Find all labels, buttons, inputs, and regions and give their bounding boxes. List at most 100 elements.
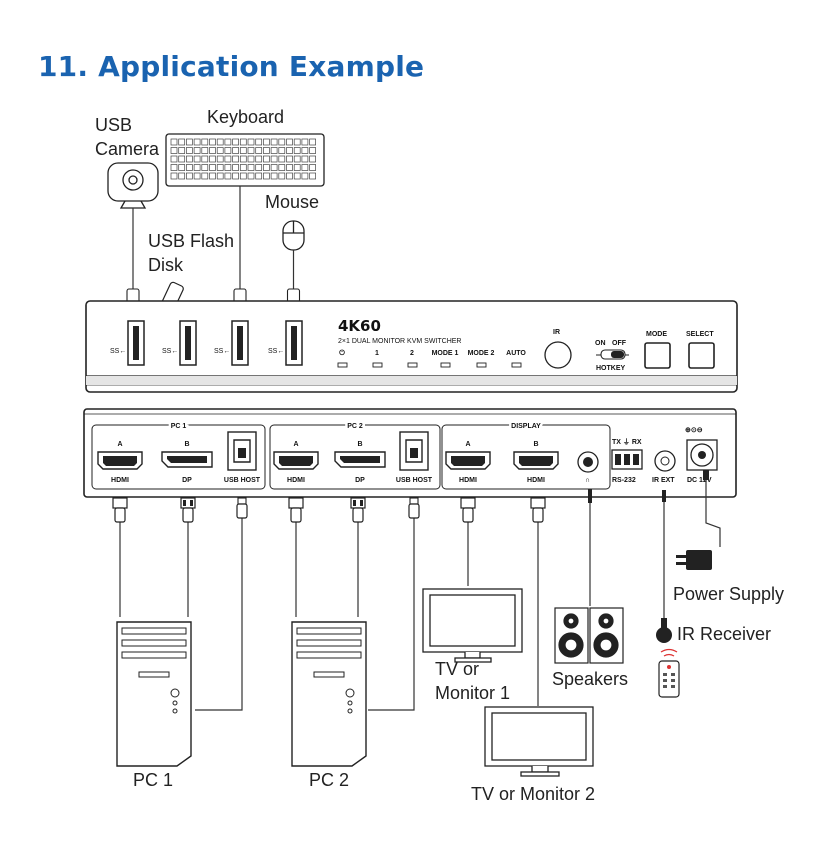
keyboard-key xyxy=(224,172,232,180)
pc-tower-led xyxy=(172,708,178,714)
keyboard-key xyxy=(309,147,316,154)
pc-tower-slot xyxy=(138,671,170,678)
dp-port-letter: B xyxy=(357,441,362,448)
hdmi-port-inner xyxy=(519,456,553,466)
ir-ext-label: IR EXT xyxy=(652,477,675,484)
keyboard-key xyxy=(170,172,178,180)
mode-button-label: MODE xyxy=(646,331,667,338)
keyboard-key xyxy=(309,172,316,180)
hdmi-plug-body xyxy=(114,507,126,523)
front-led xyxy=(476,362,487,368)
keyboard-key xyxy=(301,138,309,146)
usb-camera-icon xyxy=(107,162,159,209)
front-led-label: AUTO xyxy=(506,350,526,357)
keyboard-key xyxy=(286,138,293,146)
front-led xyxy=(372,362,383,368)
keyboard-key xyxy=(278,172,286,180)
front-usb-ss-label: SS← xyxy=(268,348,284,355)
usb-camera-label-1: USB xyxy=(95,115,132,135)
keyboard-key xyxy=(193,155,201,163)
keyboard-key xyxy=(255,138,263,146)
rs232-top-label: TX ⏚ RX xyxy=(612,438,642,446)
hdmi-plug-icon xyxy=(112,497,128,509)
front-usb-tongue xyxy=(185,326,191,360)
pc-tower-led xyxy=(347,708,353,714)
keyboard-key xyxy=(232,155,239,163)
keyboard-key xyxy=(170,155,178,163)
headphone-jack xyxy=(577,451,599,473)
ir-plug-icon xyxy=(662,490,666,502)
rear-cables xyxy=(119,478,721,711)
keyboard-key xyxy=(201,164,209,171)
keyboard-key xyxy=(209,164,216,171)
rear-group-frame xyxy=(441,424,611,490)
keyboard-key xyxy=(193,172,201,180)
keyboard-key xyxy=(178,164,186,171)
ir-window xyxy=(544,341,572,369)
keyboard-key xyxy=(232,138,239,146)
front-led-label: MODE 2 xyxy=(468,350,495,357)
pc-tower-led xyxy=(172,700,178,706)
keyboard-key xyxy=(278,155,286,163)
keyboard-key xyxy=(209,138,216,146)
pc1-label: PC 1 xyxy=(133,770,173,790)
keyboard-key xyxy=(216,138,224,146)
keyboard-key xyxy=(286,155,293,163)
front-model: 2×1 DUAL MONITOR KVM SWITCHER xyxy=(338,338,462,345)
rear-plugs xyxy=(112,470,709,523)
power-supply-label: Power Supply xyxy=(673,584,784,604)
keyboard-key xyxy=(201,155,209,163)
keyboard-key xyxy=(239,155,247,163)
audio-plug-icon xyxy=(588,489,592,503)
dp-plug-body xyxy=(352,507,364,523)
keyboard-key xyxy=(170,164,178,171)
usb-plug-icon xyxy=(409,497,419,505)
keyboard-key xyxy=(216,147,224,154)
dp-port-inner xyxy=(167,456,207,463)
keyboard-key xyxy=(232,147,239,154)
hdmi-plug-body xyxy=(290,507,302,523)
select-button[interactable] xyxy=(688,342,715,369)
keyboard-key xyxy=(301,172,309,180)
headphone-icon: ∩ xyxy=(585,477,590,484)
hdmi-port-inner xyxy=(279,456,313,466)
pc-tower-power xyxy=(345,688,355,698)
hotkey-switch[interactable] xyxy=(596,349,629,360)
mouse-label: Mouse xyxy=(265,192,319,212)
hdmi-port-inner xyxy=(451,456,485,466)
hdmi-port-letter: B xyxy=(533,441,538,448)
dp-port-label: DP xyxy=(355,477,365,484)
front-usb-tongue xyxy=(133,326,139,360)
pc-tower-power xyxy=(170,688,180,698)
hdmi-plug-body xyxy=(462,507,474,523)
ir-ext-jack xyxy=(654,450,676,472)
keyboard-key xyxy=(193,164,201,171)
hdmi-port-letter: A xyxy=(465,441,470,448)
dc-jack xyxy=(686,439,718,471)
keyboard-icon xyxy=(165,133,325,187)
keyboard-key xyxy=(278,147,286,154)
dp-plug-pin xyxy=(183,500,186,506)
keyboard-key xyxy=(224,138,232,146)
keyboard-key xyxy=(186,172,193,180)
keyboard-key xyxy=(170,138,178,146)
dp-port-inner xyxy=(340,456,380,463)
keyboard-key xyxy=(293,164,301,171)
dp-plug-body xyxy=(182,507,194,523)
ir-receiver-icon xyxy=(656,618,672,643)
rear-group-label: PC 1 xyxy=(171,423,187,430)
keyboard-key xyxy=(186,138,193,146)
speakers-label: Speakers xyxy=(552,669,628,689)
hotkey-label: HOTKEY xyxy=(596,365,626,372)
keyboard-key xyxy=(178,172,186,180)
hdmi-port-label: HDMI xyxy=(459,477,477,484)
front-led-label: MODE 1 xyxy=(432,350,459,357)
pc-tower-drive xyxy=(121,639,187,647)
usb-plug-icon xyxy=(237,497,247,505)
keyboard-key xyxy=(216,164,224,171)
mode-button[interactable] xyxy=(644,342,671,369)
keyboard-key xyxy=(278,138,286,146)
keyboard-key xyxy=(170,147,178,154)
dp-plug-pin xyxy=(353,500,356,506)
hotkey-off-label: OFF xyxy=(612,340,627,347)
